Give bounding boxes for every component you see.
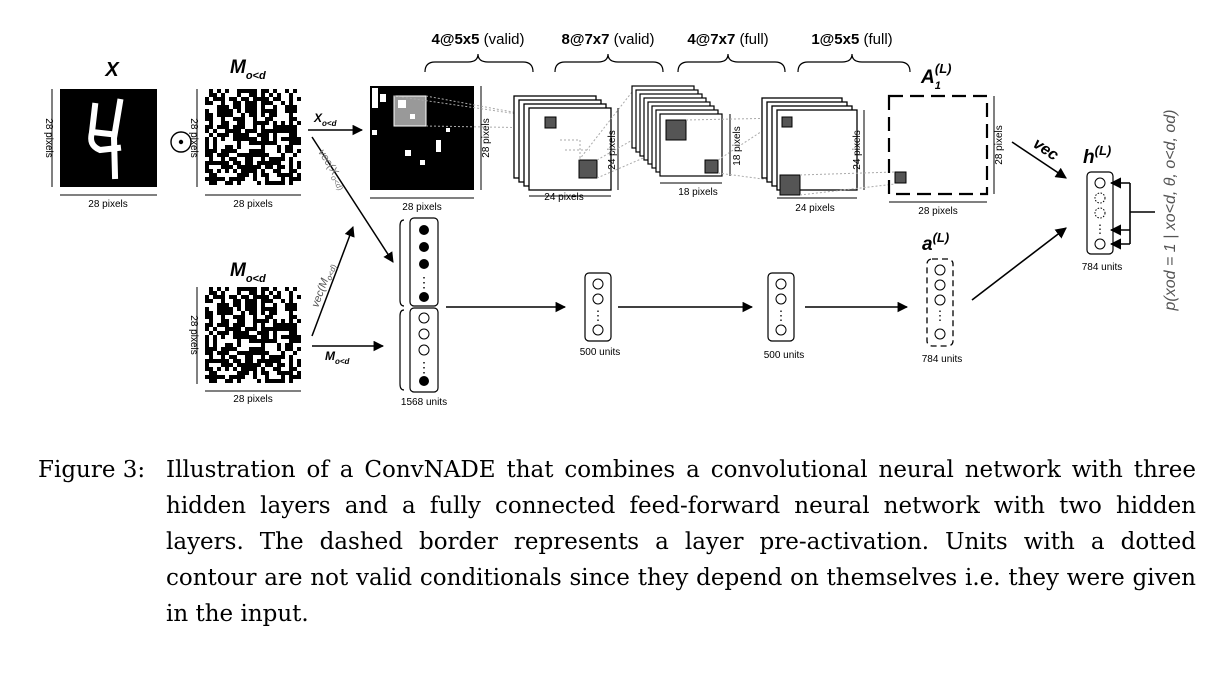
kernel-patch — [781, 116, 793, 128]
mask-symbol: Mo<d — [230, 57, 266, 82]
units-label: 500 units — [764, 350, 805, 361]
units-label: 784 units — [922, 354, 963, 365]
size-label: 28 pixels — [188, 118, 199, 157]
header-braces — [424, 53, 911, 73]
layer-headers: 4@5x5 (valid) 8@7x7 (valid) 4@7x7 (full)… — [431, 31, 892, 48]
masked-input-image — [370, 86, 474, 190]
size-label: 18 pixels — [732, 126, 743, 165]
svg-text:⋮: ⋮ — [1094, 222, 1106, 236]
vec-label: vec — [1030, 135, 1062, 164]
size-label: 28 pixels — [918, 206, 957, 217]
vec-x-arrow — [311, 136, 394, 263]
svg-text:⋮: ⋮ — [934, 308, 947, 323]
elementwise-product-symbol — [170, 131, 192, 153]
layer-header: 4@7x7 (full) — [687, 31, 768, 48]
layer-header: 1@5x5 (full) — [811, 31, 892, 48]
size-label: 24 pixels — [544, 192, 583, 203]
kernel-patch — [704, 159, 719, 174]
hidden-layer-1: ⋮ — [584, 272, 612, 342]
svg-text:⋮: ⋮ — [775, 308, 788, 323]
preactivation-map — [887, 94, 989, 196]
kernel-patch — [578, 159, 598, 179]
size-label: 28 pixels — [43, 118, 54, 157]
layer-header: 8@7x7 (valid) — [561, 31, 654, 48]
kernel-patch — [779, 174, 801, 196]
sum-arrow — [971, 227, 1067, 301]
output-probability-label: p(xod = 1 | xo<d, θ, o<d, od) — [1162, 110, 1179, 312]
units-label: 1568 units — [401, 397, 447, 408]
preactivation-vector: ⋮ — [926, 258, 954, 347]
mask-arrow-label: Mo<d — [325, 349, 351, 366]
preactivation-vector-symbol: a(L) — [922, 230, 949, 255]
kernel-patch — [544, 116, 557, 129]
size-label: 28 pixels — [188, 315, 199, 354]
layer-header: 4@5x5 (valid) — [431, 31, 524, 48]
caption-label: Figure 3: — [38, 457, 146, 483]
input-digit-image — [60, 89, 157, 187]
vec-x-arrow-label: vec(Xo<d) — [314, 147, 350, 192]
mask-image — [205, 287, 301, 383]
svg-text:⋮: ⋮ — [592, 308, 605, 323]
output-vector: ⋮ — [1086, 171, 1114, 255]
size-label: 28 pixels — [233, 394, 272, 405]
vec-arrow — [1011, 141, 1067, 179]
size-label: 18 pixels — [678, 187, 717, 198]
input-vector: ⋮ ⋮ — [399, 217, 439, 393]
size-label: 28 pixels — [402, 202, 441, 213]
output-vector-symbol: h(L) — [1083, 143, 1111, 168]
kernel-patch — [894, 171, 907, 184]
kernel-patch — [665, 119, 687, 141]
mask-image — [205, 89, 301, 185]
masked-input-arrow-label: Xo<d — [313, 111, 338, 128]
size-label: 28 pixels — [88, 199, 127, 210]
preactivation-symbol: A1(L) — [920, 61, 951, 92]
convnade-figure: X 28 pixels 28 pixels Mo<d 28 pixels 28 … — [43, 31, 1179, 408]
vec-m-arrow — [311, 226, 355, 337]
units-label: 500 units — [580, 347, 621, 358]
size-label: 24 pixels — [607, 130, 618, 169]
conv-layer-3-maps — [761, 97, 858, 191]
size-label: 24 pixels — [852, 130, 863, 169]
caption-text: Illustration of a ConvNADE that combines… — [166, 457, 1196, 627]
units-label: 784 units — [1082, 262, 1123, 273]
size-label: 24 pixels — [795, 203, 834, 214]
conv-layer-2-maps — [631, 85, 723, 177]
svg-text:⋮: ⋮ — [417, 359, 431, 375]
output-selector-arrows — [1109, 177, 1155, 250]
size-label: 28 pixels — [481, 118, 492, 157]
mask-symbol: Mo<d — [230, 260, 266, 285]
size-label: 28 pixels — [994, 125, 1005, 164]
x-symbol: X — [104, 59, 120, 81]
size-label: 28 pixels — [233, 199, 272, 210]
hidden-layer-2: ⋮ — [767, 272, 795, 342]
svg-text:⋮: ⋮ — [417, 274, 431, 290]
